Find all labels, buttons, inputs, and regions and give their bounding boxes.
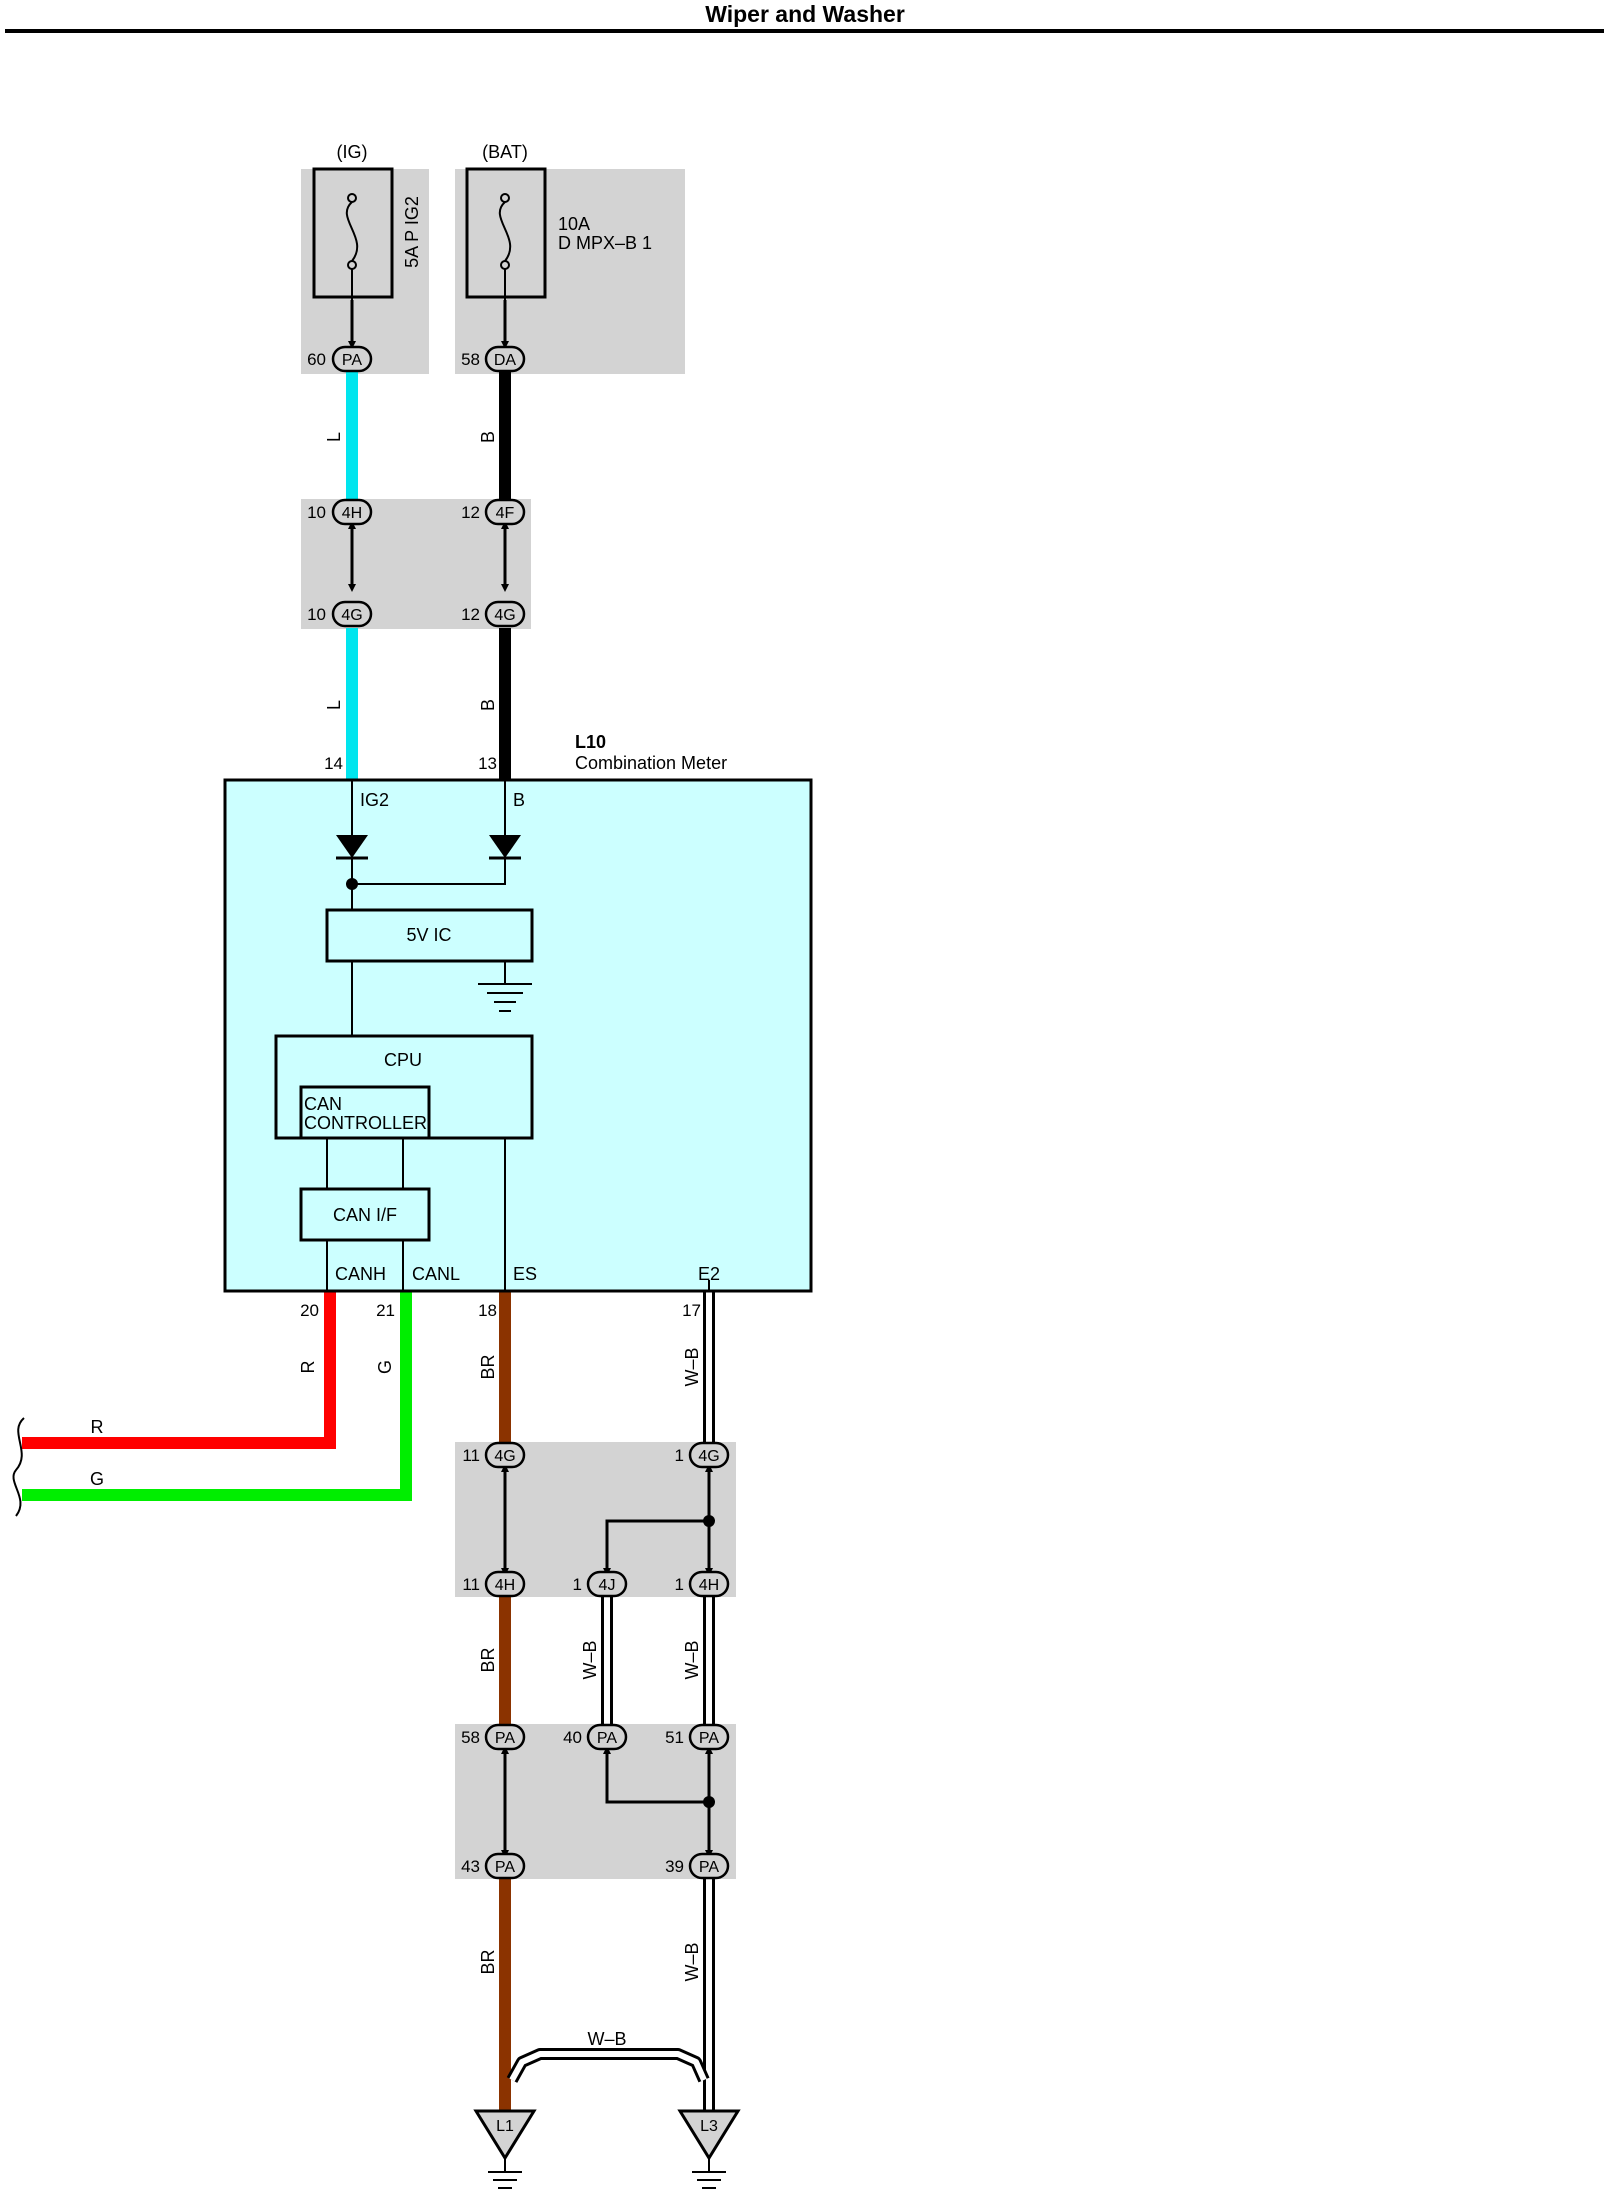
wire-label-l-lower: L xyxy=(324,700,344,710)
page-title: Wiper and Washer xyxy=(705,1,905,27)
can-if-box xyxy=(299,1187,431,1242)
pin-13-meter: 13 xyxy=(478,754,497,773)
conn-pa-58: PA xyxy=(495,1730,515,1747)
junction-arrows-upper xyxy=(348,300,509,592)
can-controller-line2: CONTROLLER xyxy=(304,1113,427,1133)
pin-14-meter: 14 xyxy=(324,754,343,773)
conn-4g-wb: 4G xyxy=(698,1448,719,1465)
ig-source-label: (IG) xyxy=(337,142,368,162)
conn-pa-39: PA xyxy=(699,1859,719,1876)
splice-lower xyxy=(703,1796,715,1808)
wire-label-wb-4j: W–B xyxy=(580,1640,600,1679)
conn-4h-br: 4H xyxy=(495,1577,515,1594)
cpu-label: CPU xyxy=(384,1050,422,1070)
wire-label-g: G xyxy=(90,1469,104,1489)
pin-10-4g: 10 xyxy=(307,605,326,624)
ground-point-l3 xyxy=(677,2109,741,2189)
conn-pa-40: PA xyxy=(597,1730,617,1747)
term-e2: E2 xyxy=(698,1264,720,1284)
conn-pa-43: PA xyxy=(495,1859,515,1876)
cpu-internal-lines xyxy=(326,1138,710,1291)
term-es: ES xyxy=(513,1264,537,1284)
diode-junction-dot xyxy=(346,878,358,890)
wire-label-r-vertical: R xyxy=(298,1361,318,1374)
pin-12-4g: 12 xyxy=(461,605,480,624)
wire-label-wb-4h: W–B xyxy=(682,1640,702,1679)
ic-5v-box xyxy=(325,908,534,963)
term-b: B xyxy=(513,790,525,810)
wire-g xyxy=(22,1290,412,1501)
ground-l3-label: L3 xyxy=(700,2118,718,2135)
wire-label-wb-1: W–B xyxy=(682,1347,702,1386)
can-controller-box xyxy=(299,1085,431,1140)
wire-label-wb-cross: W–B xyxy=(587,2029,626,2049)
wire-label-br-2: BR xyxy=(478,1647,498,1672)
pin-40-pa: 40 xyxy=(563,1728,582,1747)
term-ig2: IG2 xyxy=(360,790,389,810)
wire-label-b-upper: B xyxy=(478,431,498,443)
wire-label-wb-lower: W–B xyxy=(682,1942,702,1981)
pin-11-4h: 11 xyxy=(462,1575,480,1594)
component-id: L10 xyxy=(575,732,606,752)
ground-icon xyxy=(478,961,532,1012)
conn-4g-b: 4G xyxy=(494,607,515,624)
wire-label-b-lower: B xyxy=(478,699,498,711)
conn-4g-l: 4G xyxy=(341,607,362,624)
pin-17-e2: 17 xyxy=(682,1301,701,1320)
component-name: Combination Meter xyxy=(575,753,727,773)
pin-43-pa: 43 xyxy=(461,1857,480,1876)
ig-fuse-area xyxy=(301,169,429,374)
pin-58-pa: 58 xyxy=(461,1728,480,1747)
wire-break-left xyxy=(12,1417,25,1517)
pin-21-canl: 21 xyxy=(376,1301,395,1320)
conn-4g-br: 4G xyxy=(494,1448,515,1465)
conn-da-bat: DA xyxy=(494,352,517,369)
fuse-bat-rating: 10A xyxy=(558,214,590,234)
pin-18-es: 18 xyxy=(478,1301,497,1320)
bat-source-label: (BAT) xyxy=(482,142,528,162)
conn-4f-b: 4F xyxy=(496,505,515,522)
can-if-label: CAN I/F xyxy=(333,1205,397,1225)
wire-label-br-3: BR xyxy=(478,1949,498,1974)
conn-pa-51: PA xyxy=(699,1730,719,1747)
pin-12-4f: 12 xyxy=(461,503,480,522)
wire-label-br-1: BR xyxy=(478,1354,498,1379)
connector-badges xyxy=(331,345,730,1880)
term-canl: CANL xyxy=(412,1264,460,1284)
wire-label-r: R xyxy=(91,1417,104,1437)
wire-label-g-vertical: G xyxy=(375,1360,395,1374)
term-canh: CANH xyxy=(335,1264,386,1284)
wire-label-l-upper: L xyxy=(324,432,344,442)
conn-4h-l: 4H xyxy=(342,505,362,522)
pin-20-canh: 20 xyxy=(300,1301,319,1320)
fuse-bat-name: D MPX–B 1 xyxy=(558,233,652,253)
wire-wb-cross xyxy=(506,2048,710,2083)
ground-point-l1 xyxy=(473,2109,537,2189)
conn-pa-ig: PA xyxy=(342,352,362,369)
pin-51-pa: 51 xyxy=(665,1728,684,1747)
conn-4h-wb: 4H xyxy=(699,1577,719,1594)
pin-1-4j: 1 xyxy=(573,1575,582,1594)
ground-l1-label: L1 xyxy=(496,2118,514,2135)
pin-60: 60 xyxy=(307,350,326,369)
pin-11-4g: 11 xyxy=(462,1446,480,1465)
pin-58-bat: 58 xyxy=(461,350,480,369)
can-controller-line1: CAN xyxy=(304,1094,342,1114)
wire-r xyxy=(22,1290,336,1449)
fuse-ig2-label: 5A P IG2 xyxy=(402,196,422,268)
bat-fuse-area xyxy=(455,169,685,374)
pin-39-pa: 39 xyxy=(665,1857,684,1876)
ic-5v-label: 5V IC xyxy=(406,925,451,945)
conn-4j-wb: 4J xyxy=(599,1577,616,1594)
pin-1-4h: 1 xyxy=(675,1575,684,1594)
diode-b xyxy=(352,780,521,885)
splice-upper xyxy=(703,1515,715,1527)
pin-1-4g: 1 xyxy=(675,1446,684,1465)
pin-10-4h: 10 xyxy=(307,503,326,522)
